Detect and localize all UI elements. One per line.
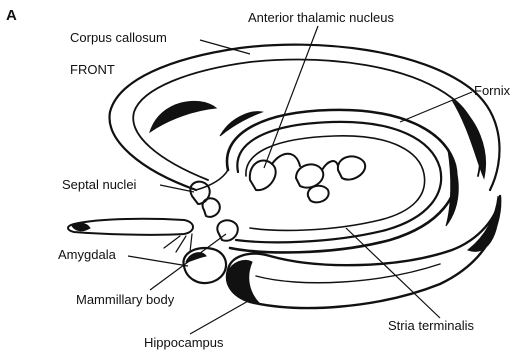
leader-hippocampus bbox=[190, 300, 250, 334]
leader-lines bbox=[128, 26, 472, 334]
label-corpus-callosum: Corpus callosum bbox=[70, 30, 167, 45]
amygdala-shape bbox=[183, 248, 226, 283]
label-mammillary-body: Mammillary body bbox=[76, 292, 175, 307]
panel-letter: A bbox=[6, 7, 17, 24]
label-septal-nuclei: Septal nuclei bbox=[62, 177, 137, 192]
label-stria-terminalis: Stria terminalis bbox=[388, 318, 474, 333]
leader-anterior-thalamic-nucleus bbox=[264, 26, 318, 168]
septal-nuclei-shape bbox=[190, 170, 228, 217]
stria-terminalis-shape bbox=[246, 136, 425, 231]
label-hippocampus: Hippocampus bbox=[144, 335, 224, 350]
leader-amygdala bbox=[128, 256, 188, 266]
label-anterior-thalamic-nucleus: Anterior thalamic nucleus bbox=[248, 10, 394, 25]
label-front: FRONT bbox=[70, 62, 115, 77]
label-amygdala: Amygdala bbox=[58, 247, 117, 262]
fornix-shape bbox=[220, 110, 458, 253]
